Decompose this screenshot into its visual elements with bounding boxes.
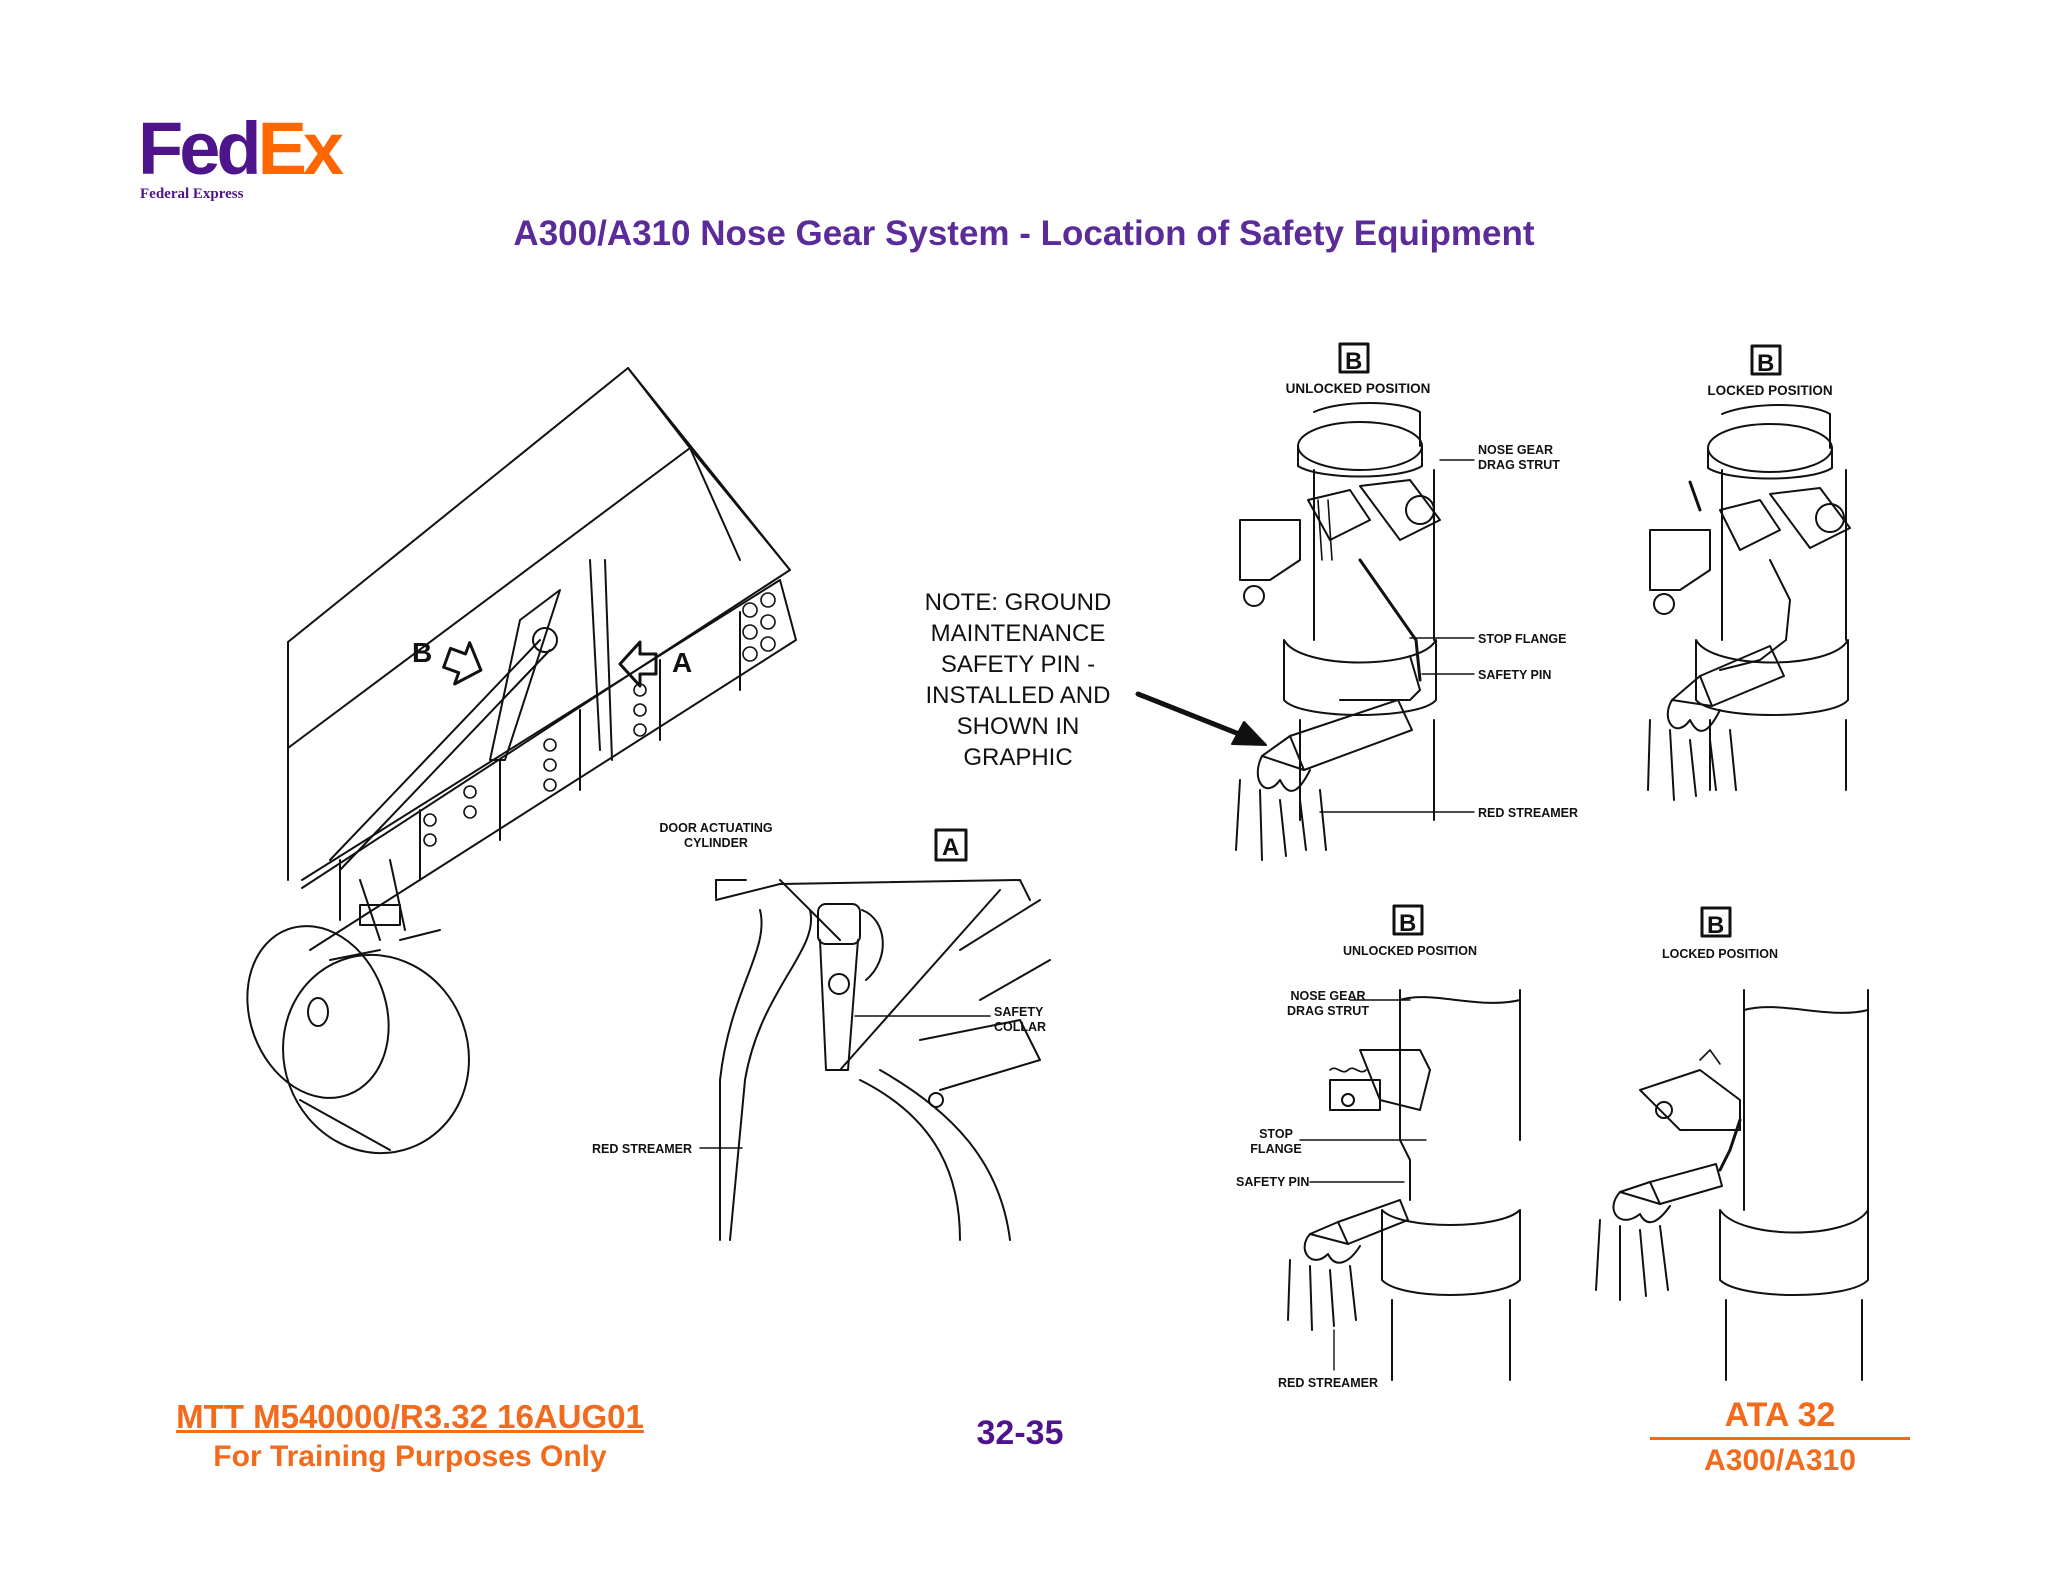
- logo-tagline: Federal Express: [140, 186, 244, 202]
- tl-safety-pin-label: SAFETY PIN: [1478, 668, 1551, 682]
- detail-b-bottom-left-drawing: [1287, 904, 1521, 1381]
- detail-b-bottom-right-drawing: [1595, 906, 1869, 1381]
- footer-left: MTT M540000/R3.32 16AUG01 For Training P…: [140, 1398, 680, 1474]
- detail-b-top-right-drawing: [1647, 344, 1851, 801]
- detail-b-br-box-label: B: [1707, 912, 1724, 939]
- safety-collar-label-2: COLLAR: [994, 1020, 1046, 1034]
- tl-nose-gear-label-1: NOSE GEAR: [1478, 443, 1553, 457]
- bl-red-streamer-label: RED STREAMER: [1278, 1376, 1378, 1390]
- detail-b-br-caption: LOCKED POSITION: [1662, 947, 1778, 961]
- page-number: 32-35: [976, 1414, 1064, 1452]
- detail-a-red-streamer-label: RED STREAMER: [592, 1142, 692, 1156]
- detail-b-tr-caption: LOCKED POSITION: [1707, 383, 1832, 398]
- bl-stop-flange-label-1: STOP: [1259, 1127, 1293, 1141]
- training-notice: For Training Purposes Only: [213, 1440, 607, 1473]
- arrow-a-marker: [618, 640, 658, 688]
- marker-b-label: B: [412, 637, 432, 668]
- aircraft-model: A300/A310: [1704, 1444, 1856, 1477]
- arrow-b-marker: [442, 641, 483, 686]
- bl-nose-gear-label-1: NOSE GEAR: [1290, 989, 1365, 1003]
- footer-right: ATA 32 A300/A310: [1650, 1396, 1910, 1478]
- detail-b-bl-box-label: B: [1399, 910, 1416, 937]
- detail-b-tr-box-label: B: [1757, 350, 1774, 377]
- page-title: A300/A310 Nose Gear System - Location of…: [513, 214, 1535, 253]
- tl-nose-gear-label-2: DRAG STRUT: [1478, 458, 1560, 472]
- fedex-logo: FedEx: [138, 112, 344, 186]
- note-line-5: SHOWN IN: [957, 713, 1080, 740]
- detail-b-tl-caption: UNLOCKED POSITION: [1286, 381, 1431, 396]
- bl-stop-flange-label-2: FLANGE: [1250, 1142, 1301, 1156]
- tl-red-streamer-label: RED STREAMER: [1478, 806, 1578, 820]
- note-line-2: MAINTENANCE: [931, 620, 1106, 647]
- tl-stop-flange-label: STOP FLANGE: [1478, 632, 1566, 646]
- note-line-3: SAFETY PIN -: [941, 651, 1095, 678]
- detail-b-bl-caption: UNLOCKED POSITION: [1343, 944, 1477, 958]
- detail-b-tl-box-label: B: [1345, 348, 1362, 375]
- marker-a-label: A: [672, 647, 692, 678]
- note-pointer-arrow: [1135, 691, 1267, 746]
- logo-ex: Ex: [257, 107, 344, 190]
- safety-collar-label-1: SAFETY: [994, 1005, 1044, 1019]
- door-actuating-cylinder-label-1: DOOR ACTUATING: [659, 821, 772, 835]
- bl-safety-pin-label: SAFETY PIN: [1236, 1175, 1309, 1189]
- document-reference: MTT M540000/R3.32 16AUG01: [176, 1398, 644, 1435]
- note-line-6: GRAPHIC: [963, 744, 1072, 771]
- nose-gear-bay-drawing: [246, 367, 797, 1155]
- bl-nose-gear-label-2: DRAG STRUT: [1287, 1004, 1369, 1018]
- detail-b-top-left-drawing: [1235, 342, 1475, 861]
- detail-a-box-label: A: [942, 834, 959, 861]
- detail-a-drawing: [699, 828, 1051, 1241]
- note-line-4: INSTALLED AND: [926, 682, 1111, 709]
- ata-chapter: ATA 32: [1650, 1396, 1910, 1440]
- note-line-1: NOTE: GROUND: [925, 589, 1112, 616]
- logo-fed: Fed: [138, 107, 262, 190]
- door-actuating-cylinder-label-2: CYLINDER: [684, 836, 748, 850]
